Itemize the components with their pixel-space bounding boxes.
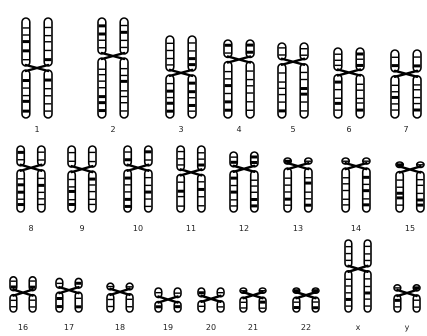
chromosome-4 — [224, 40, 254, 118]
chromosome-6 — [334, 48, 364, 118]
chromosome-9 — [68, 146, 96, 212]
chromosome-11 — [177, 146, 205, 212]
chromosome-label-6: 6 — [346, 125, 351, 134]
chromosome-22 — [293, 288, 319, 312]
chromosome-label-21: 21 — [248, 323, 258, 332]
chromosome-label-15: 15 — [405, 224, 415, 233]
chromosome-label-12: 12 — [239, 224, 249, 233]
chromosome-5 — [278, 43, 308, 118]
chromosome-20 — [198, 288, 224, 312]
chromosome-label-9: 9 — [79, 224, 84, 233]
chromosome-label-2: 2 — [110, 125, 115, 134]
chromosome-12 — [230, 152, 258, 212]
chromosome-label-8: 8 — [28, 224, 33, 233]
chromosome-18 — [107, 283, 133, 312]
chromosome-label-3: 3 — [178, 125, 183, 134]
chromosome-17 — [56, 278, 82, 312]
chromosome-label-5: 5 — [290, 125, 295, 134]
chromosome-label-19: 19 — [163, 323, 173, 332]
chromosome-13 — [284, 158, 312, 212]
chromosome-label-4: 4 — [236, 125, 241, 134]
chromosome-3 — [166, 36, 196, 118]
chromosome-15 — [396, 162, 424, 212]
chromosome-label-7: 7 — [403, 125, 408, 134]
chromosome-7 — [391, 50, 421, 118]
chromosome-14 — [342, 158, 370, 212]
chromosome-label-x: x — [356, 323, 361, 332]
chromosome-label-18: 18 — [115, 323, 125, 332]
chromosome-label-20: 20 — [206, 323, 216, 332]
chromosome-label-16: 16 — [18, 323, 28, 332]
chromosome-label-y: y — [405, 323, 410, 332]
chromosome-8 — [17, 146, 45, 212]
chromosome-10 — [124, 146, 152, 212]
chromosome-label-17: 17 — [64, 323, 74, 332]
chromosome-label-13: 13 — [293, 224, 303, 233]
chromosome-21 — [240, 288, 266, 312]
chromosome-16 — [10, 277, 36, 312]
chromosome-label-1: 1 — [34, 125, 39, 134]
chromosome-1 — [22, 18, 52, 118]
chromosome-label-11: 11 — [186, 224, 196, 233]
chromosome-19 — [155, 288, 181, 312]
chromosome-2 — [98, 18, 128, 118]
chromosome-label-14: 14 — [351, 224, 361, 233]
chromosome-y — [394, 285, 420, 312]
chromosome-x — [345, 240, 371, 312]
chromosome-label-10: 10 — [133, 224, 143, 233]
chromosome-label-22: 22 — [301, 323, 311, 332]
